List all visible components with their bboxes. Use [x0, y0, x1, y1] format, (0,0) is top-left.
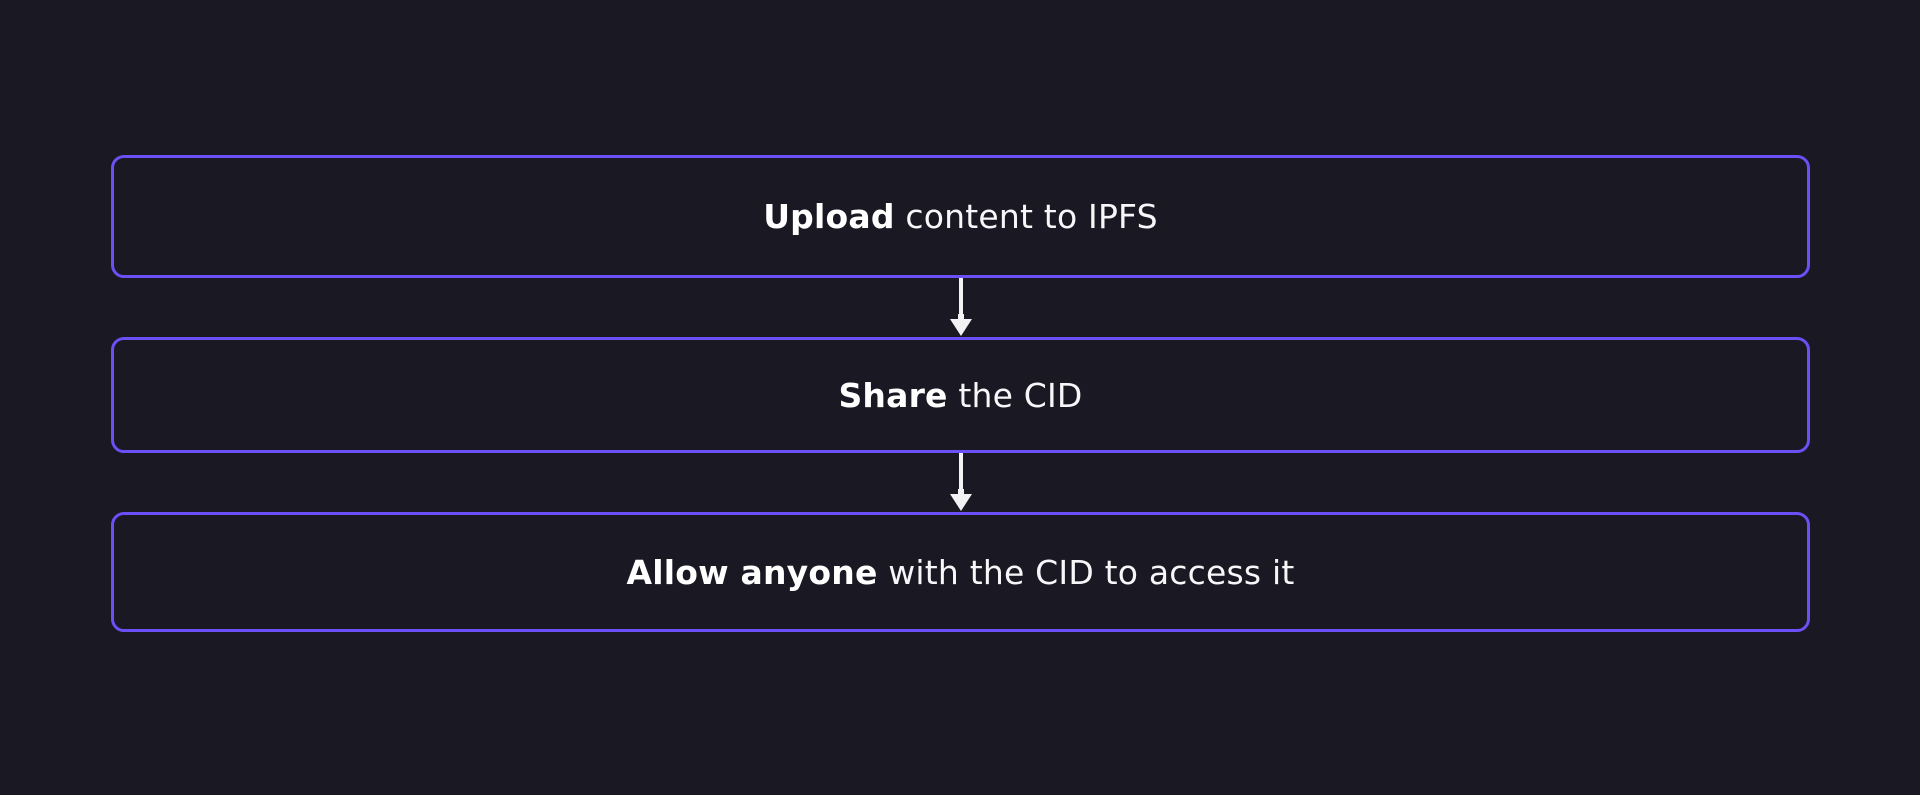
flow-node-access-label: Allow anyone with the CID to access it: [627, 556, 1295, 589]
flow-node-upload-rest: content to IPFS: [894, 197, 1158, 236]
flow-node-access-lead: Allow anyone: [626, 552, 878, 592]
connector-share-to-access: [111, 453, 1810, 512]
flow-node-share-rest: the CID: [947, 375, 1083, 415]
flow-node-upload-lead: Upload: [763, 197, 895, 236]
flow-node-share-label: Share the CID: [838, 379, 1082, 412]
flowchart: Upload content to IPFS Share the CID All…: [111, 155, 1810, 632]
arrow-down-icon: [949, 278, 972, 336]
flow-node-upload-label: Upload content to IPFS: [763, 200, 1158, 233]
flow-node-access-rest: with the CID to access it: [877, 552, 1295, 592]
flow-node-share-lead: Share: [838, 375, 948, 415]
flow-node-access[interactable]: Allow anyone with the CID to access it: [111, 512, 1810, 632]
flow-node-upload[interactable]: Upload content to IPFS: [111, 155, 1810, 278]
connector-upload-to-share: [111, 278, 1810, 337]
arrow-down-icon: [949, 453, 972, 511]
flow-node-share[interactable]: Share the CID: [111, 337, 1810, 453]
